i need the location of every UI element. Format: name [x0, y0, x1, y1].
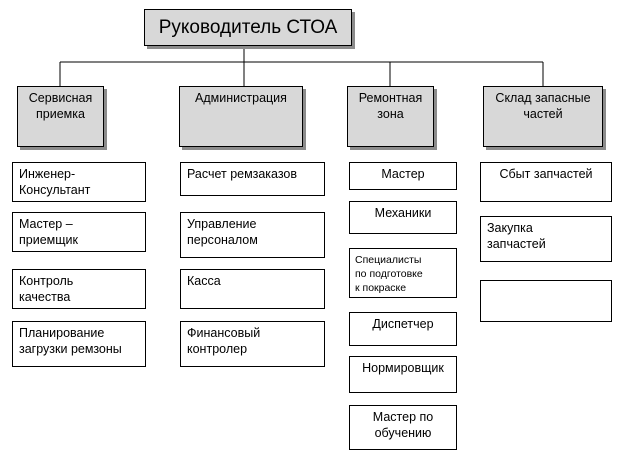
- admin-item-hr: Управление персоналом: [180, 212, 325, 258]
- service-item-planning-line1: Планирование: [19, 326, 105, 340]
- dept-parts: Склад запасные частей: [483, 86, 603, 147]
- admin-item-cash: Касса: [180, 269, 325, 309]
- service-item-receiver-line1: Мастер –: [19, 217, 73, 231]
- root-box: Руководитель СТОА: [144, 9, 352, 46]
- repair-item-trainer-line2: обучению: [374, 426, 432, 440]
- dept-service-label-line2: приемка: [36, 107, 85, 121]
- admin-item-finance-line2: контролер: [187, 342, 248, 356]
- parts-item-sales: Сбыт запчастей: [480, 162, 612, 202]
- repair-item-mechanics: Механики: [349, 201, 457, 234]
- service-item-engineer-line2: Консультант: [19, 183, 91, 197]
- parts-item-purchase-line1: Закупка: [487, 221, 533, 235]
- admin-item-finance-line1: Финансовый: [187, 326, 261, 340]
- repair-item-painting-line3: к покраске: [355, 282, 407, 294]
- parts-item-empty: [480, 280, 612, 322]
- service-item-planning: Планирование загрузки ремзоны: [12, 321, 146, 367]
- parts-item-purchase: Закупка запчастей: [480, 216, 612, 262]
- service-item-receiver: Мастер – приемщик: [12, 212, 146, 252]
- service-item-quality: Контроль качества: [12, 269, 146, 309]
- repair-item-normer-line1: Нормировщик: [362, 361, 444, 375]
- repair-item-dispatcher-line1: Диспетчер: [372, 317, 434, 331]
- dept-parts-label-line2: частей: [523, 107, 563, 121]
- repair-item-trainer-line1: Мастер по: [372, 410, 434, 424]
- dept-repair: Ремонтная зона: [347, 86, 434, 147]
- dept-admin-label: Администрация: [195, 91, 287, 105]
- admin-item-hr-line2: персоналом: [187, 233, 258, 247]
- repair-item-painting: Специалисты по подготовке к покраске: [349, 248, 457, 298]
- repair-item-painting-line2: по подготовке: [355, 268, 423, 280]
- admin-item-orders-line1: Расчет ремзаказов: [187, 167, 298, 181]
- repair-item-painting-line1: Специалисты: [355, 254, 422, 266]
- repair-item-master-line1: Мастер: [381, 167, 425, 181]
- repair-item-mechanics-line1: Механики: [374, 206, 432, 220]
- dept-parts-label-line1: Склад запасные: [495, 91, 591, 105]
- dept-service-label-line1: Сервисная: [28, 91, 93, 105]
- repair-item-normer: Нормировщик: [349, 356, 457, 393]
- admin-item-cash-line1: Касса: [187, 274, 221, 288]
- root-label: Руководитель СТОА: [158, 16, 338, 38]
- admin-item-hr-line1: Управление: [187, 217, 257, 231]
- admin-item-finance: Финансовый контролер: [180, 321, 325, 367]
- parts-item-purchase-line2: запчастей: [487, 237, 546, 251]
- service-item-engineer-line1: Инженер-: [19, 167, 76, 181]
- repair-item-dispatcher: Диспетчер: [349, 312, 457, 346]
- dept-repair-label-line2: зона: [377, 107, 404, 121]
- admin-item-orders: Расчет ремзаказов: [180, 162, 325, 196]
- dept-repair-label-line1: Ремонтная: [358, 91, 423, 105]
- service-item-receiver-line2: приемщик: [19, 233, 78, 247]
- repair-item-master: Мастер: [349, 162, 457, 190]
- repair-item-trainer: Мастер по обучению: [349, 405, 457, 450]
- service-item-quality-line2: качества: [19, 290, 71, 304]
- dept-admin: Администрация: [179, 86, 303, 147]
- service-item-quality-line1: Контроль: [19, 274, 74, 288]
- service-item-engineer: Инженер- Консультант: [12, 162, 146, 202]
- parts-item-sales-line1: Сбыт запчастей: [499, 167, 593, 181]
- dept-service: Сервисная приемка: [17, 86, 104, 147]
- service-item-planning-line2: загрузки ремзоны: [19, 342, 122, 356]
